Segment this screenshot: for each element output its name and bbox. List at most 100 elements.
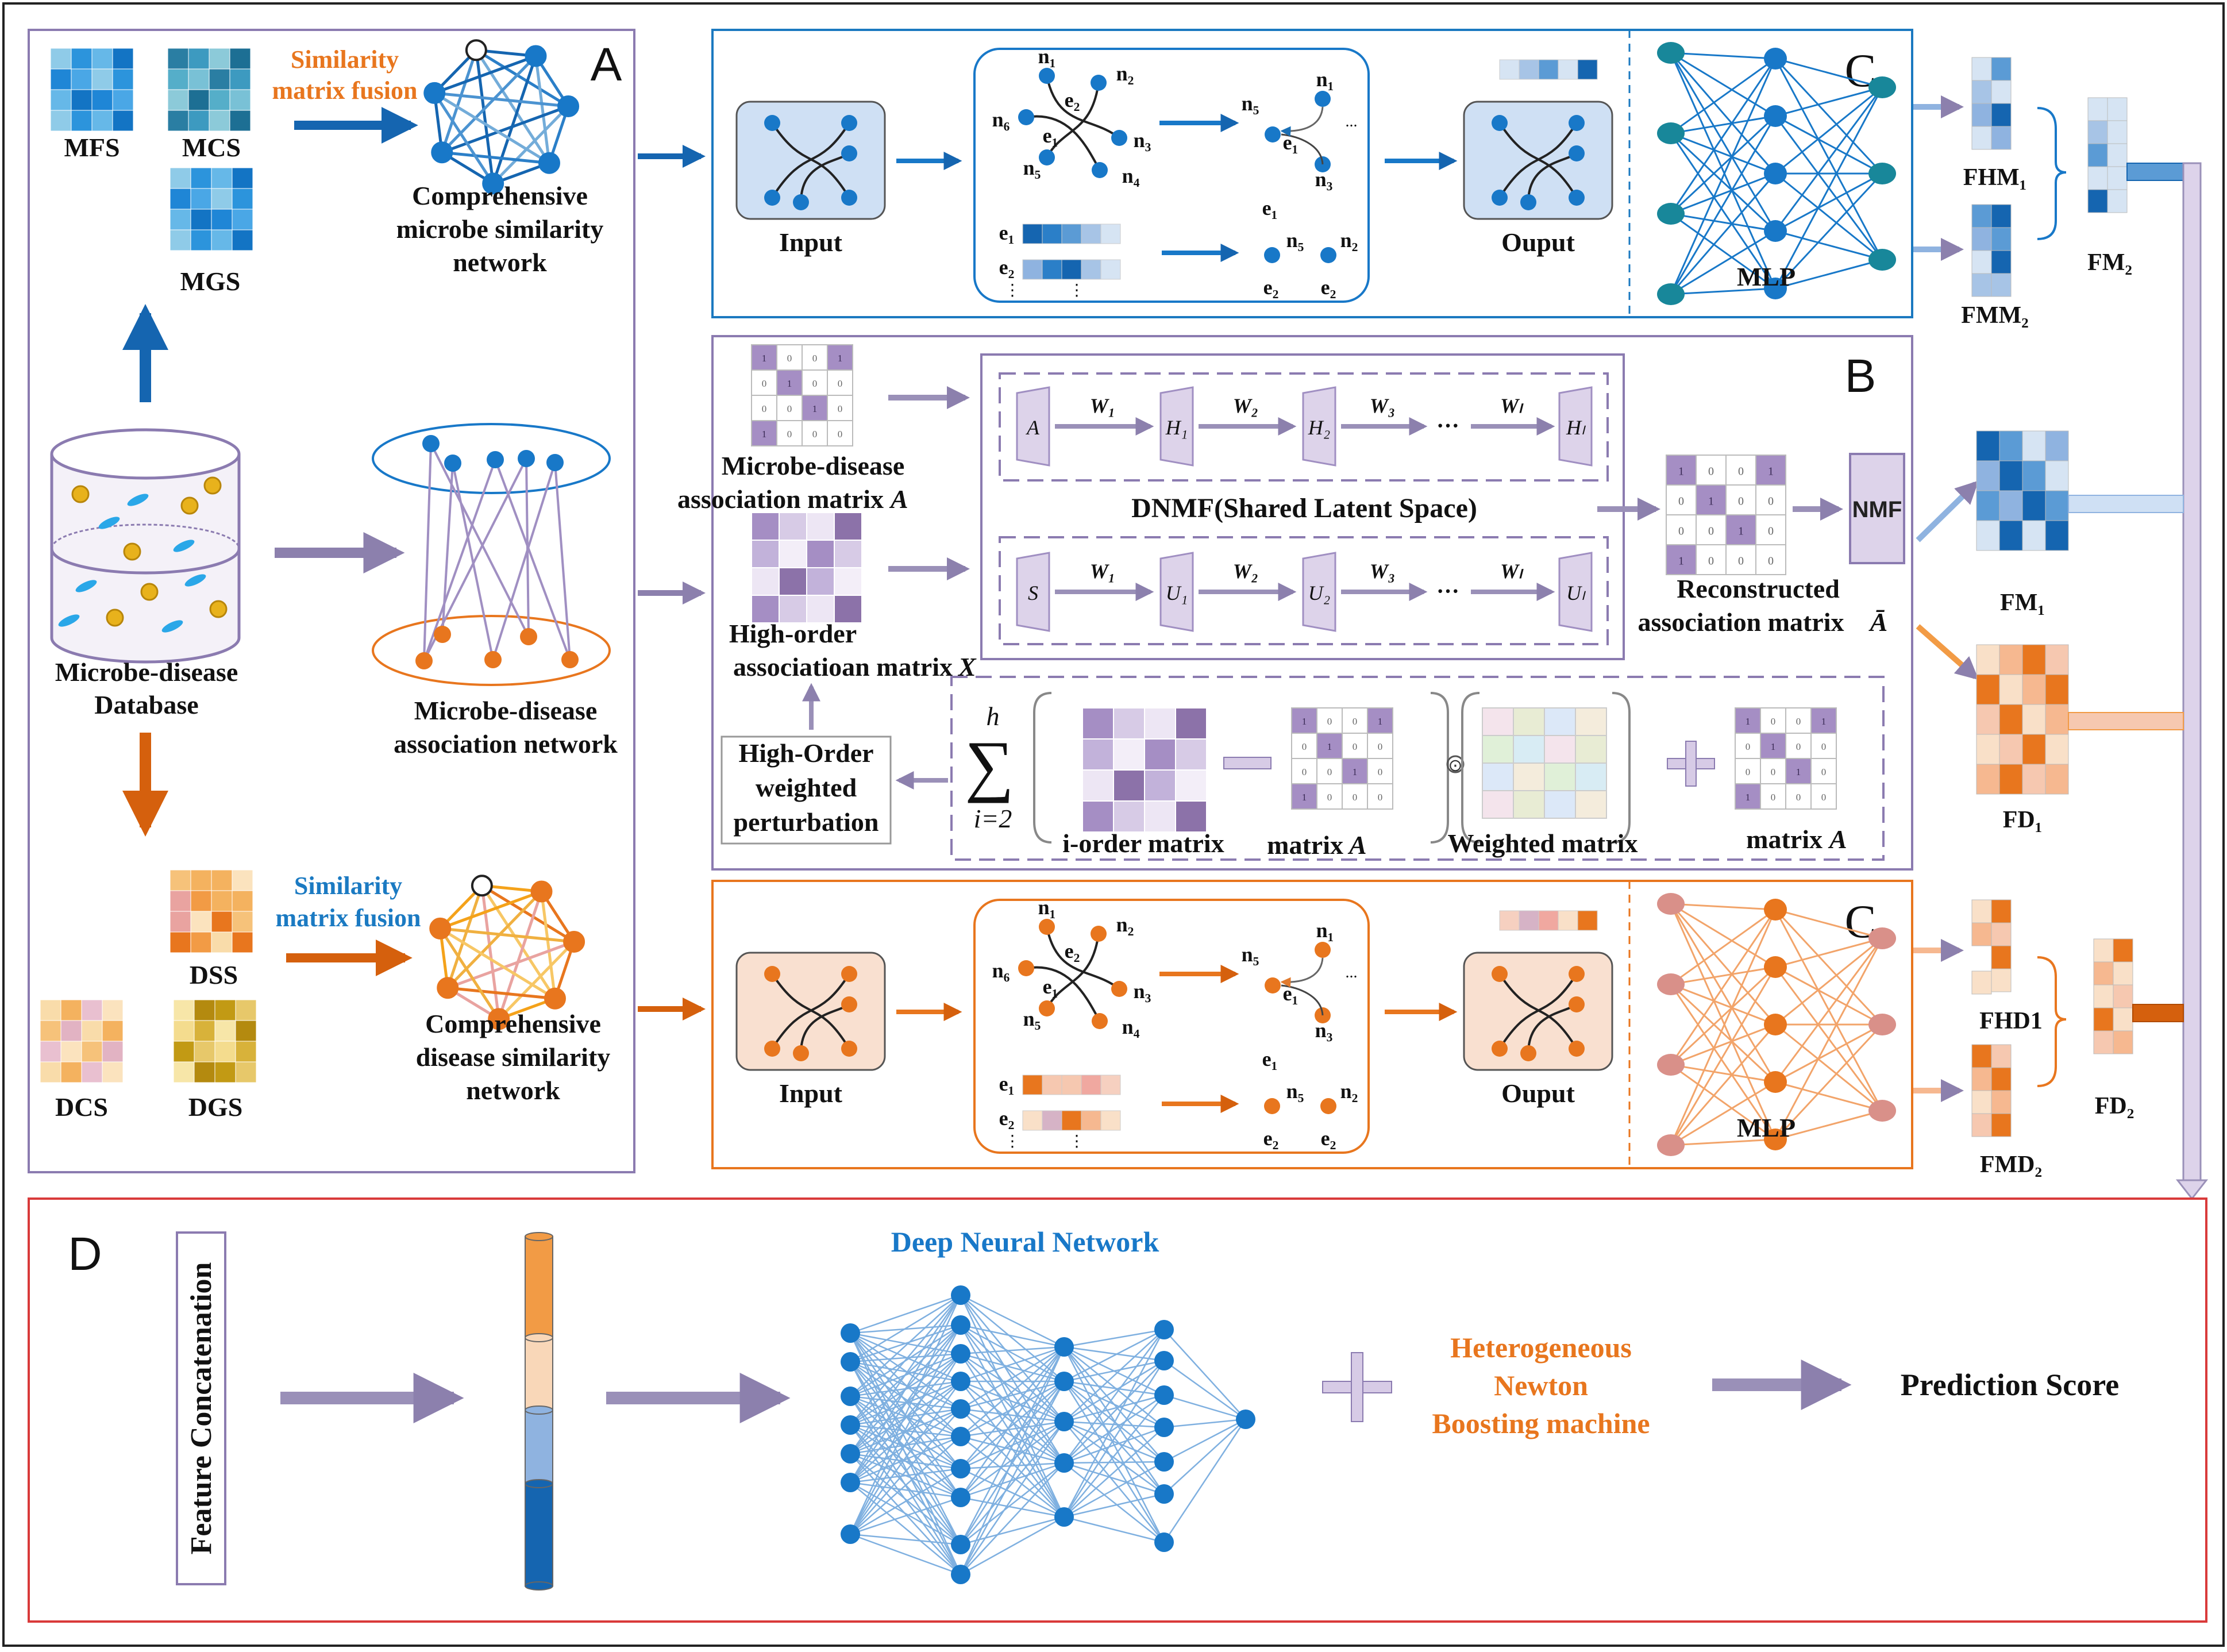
matrix-cell — [1291, 783, 1317, 810]
dgs-cell — [194, 1020, 215, 1042]
matrix-cell — [1144, 707, 1176, 740]
dnn-edge — [1064, 1461, 1165, 1518]
matrix-cell — [802, 420, 828, 446]
dnn-node — [1054, 1412, 1074, 1431]
matrix-value: 0 — [838, 378, 843, 389]
edge-agg-node — [1264, 247, 1280, 263]
matrix-cell — [1735, 783, 1761, 810]
prediction-label: Prediction Score — [1901, 1368, 2119, 1402]
input-node — [793, 194, 809, 210]
database-line2: Database — [94, 690, 198, 719]
mlp-edge — [1775, 86, 1883, 117]
mlp-edge — [1670, 1138, 1776, 1146]
mfs-cell — [50, 68, 72, 90]
comp-microbe-line1: Comprehensive — [412, 181, 588, 210]
gnn-edge — [1046, 926, 1120, 990]
microbe-net-edge — [441, 55, 537, 153]
hopw-line2: weighted — [756, 773, 857, 802]
mgs-cell — [190, 229, 212, 251]
dnn-node — [841, 1352, 860, 1372]
dnn-edge — [960, 1346, 1065, 1545]
recon-line1: Reconstructed — [1677, 574, 1840, 603]
dss-cell — [169, 931, 191, 953]
dnmf-factor — [1016, 386, 1050, 467]
matrix-value: 0 — [762, 378, 767, 389]
microbe-layer — [372, 423, 611, 494]
dss-cell — [169, 890, 191, 912]
dnmf-factor-label: U₂ — [1308, 582, 1331, 604]
weighted-cell — [1575, 763, 1607, 791]
dnn-edge — [849, 1396, 962, 1545]
mgs-cell — [169, 209, 191, 230]
gnn-n4: n₄ — [1122, 164, 1140, 187]
matrix-value: 0 — [1738, 465, 1744, 477]
dnn-edge — [960, 1468, 1065, 1518]
gnn-edge — [1046, 933, 1100, 1009]
dss-cell — [190, 911, 212, 933]
fmd2b-cell — [1991, 1113, 2012, 1137]
matrix-cell — [1144, 738, 1176, 771]
output-bar-cell — [1577, 59, 1598, 80]
mlp-edge — [1775, 1110, 1883, 1141]
matrix-value: 0 — [1708, 525, 1714, 537]
dnn-edge — [960, 1346, 1065, 1355]
matrix-cell — [827, 420, 853, 446]
mlp-edge — [1775, 172, 1883, 232]
fd1a-cell — [1976, 704, 2000, 735]
agg-e1: e₁ — [1283, 982, 1299, 1005]
dnn-edge — [960, 1420, 1065, 1438]
dnn-edge — [1064, 1360, 1165, 1464]
matrix-cell — [1175, 738, 1207, 771]
dnn-edge — [1064, 1346, 1165, 1428]
dnn-edge — [1064, 1395, 1165, 1518]
gnn-n1: n₁ — [1038, 45, 1056, 68]
dnn-node — [1054, 1453, 1074, 1473]
fd2a-cell — [2093, 1030, 2114, 1054]
mlp-edge — [1775, 937, 1883, 1026]
dgs-cell — [235, 999, 257, 1021]
dnn-edge — [960, 1346, 1065, 1410]
dnn-edge — [1064, 1461, 1165, 1464]
fd1c-cell — [2022, 644, 2046, 675]
dcs-cell — [40, 1061, 61, 1083]
dcs-cell — [102, 1041, 124, 1062]
dnmf-bottom-dashed — [999, 536, 1609, 645]
edge-agg-node — [1320, 1098, 1336, 1114]
mlp-edge — [1670, 115, 1776, 134]
bar-e1-cell — [1022, 224, 1043, 244]
i-order-matrix — [1082, 707, 1207, 833]
dnn-edge — [960, 1381, 1065, 1545]
dnn-edge — [850, 1353, 961, 1483]
fm1c-cell — [2022, 520, 2046, 551]
mlp-edge — [1670, 983, 1777, 1083]
dgs-cell — [173, 999, 195, 1021]
disease-node — [561, 651, 579, 668]
matrix-cell — [834, 512, 862, 541]
mlp-edge — [1670, 52, 1777, 289]
fhm1c-cell — [1971, 126, 1992, 150]
dss-heatmap — [169, 869, 253, 953]
dnn-edge — [960, 1496, 1065, 1518]
dnn-edge — [849, 1295, 962, 1454]
mcs-cell — [209, 68, 230, 90]
input-node — [793, 1045, 809, 1061]
microbe-net-edge — [441, 105, 569, 154]
dnn-node — [1236, 1410, 1255, 1429]
matrix-cell — [776, 344, 803, 371]
mlp-node — [1764, 163, 1787, 184]
matrix-value: 0 — [1708, 465, 1714, 477]
germ-bacillus — [161, 620, 183, 633]
mfs-cell — [91, 68, 113, 90]
right-vertical-head — [2175, 1179, 2209, 1200]
matrix-cell — [1666, 544, 1697, 575]
germ-bacillus — [98, 517, 120, 529]
dnn-edge — [849, 1295, 962, 1535]
mcs-cell — [229, 48, 251, 70]
matrix-value: 0 — [1353, 792, 1358, 803]
matrix-value: 1 — [1708, 495, 1714, 507]
disease-node — [484, 651, 502, 668]
fmd2b-cell — [1991, 1090, 2012, 1114]
assoc-edge — [452, 463, 494, 660]
mlp-edge — [1775, 172, 1883, 261]
matrix-value: 0 — [1771, 792, 1776, 803]
